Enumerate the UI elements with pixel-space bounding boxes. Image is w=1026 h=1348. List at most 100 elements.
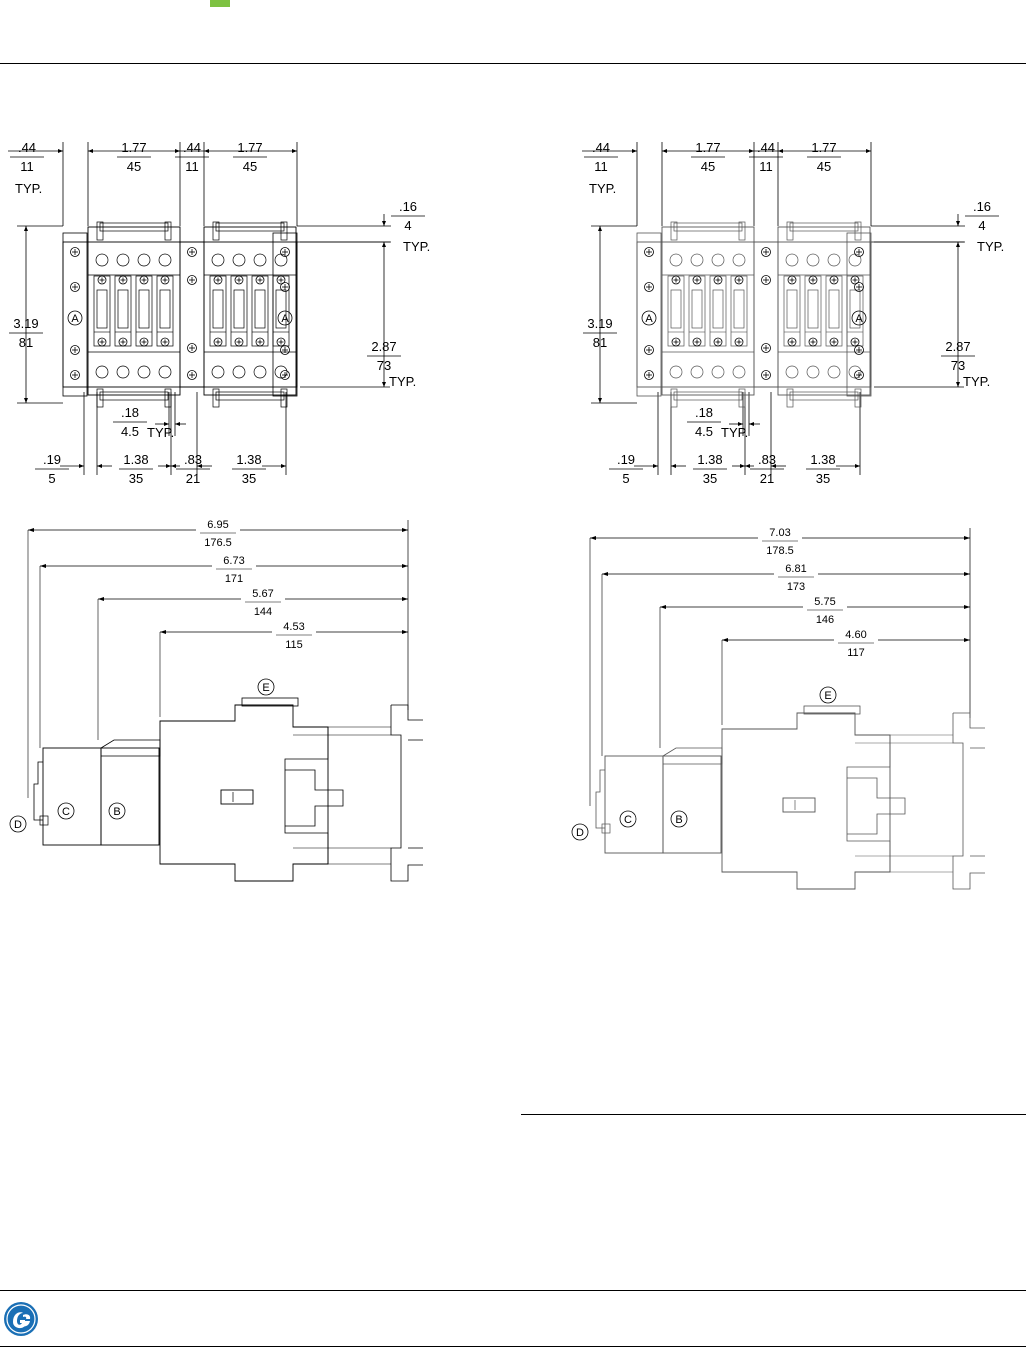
dim-top-1-value-in: .44 bbox=[592, 140, 610, 155]
dim-top-3-value-mm: 11 bbox=[185, 159, 199, 174]
dim-top-3-value-mm: 11 bbox=[759, 159, 773, 174]
callout-a-right: A bbox=[851, 310, 867, 326]
terminal-screw bbox=[850, 275, 860, 285]
indicator-window bbox=[220, 789, 254, 805]
dim-bottom-1-value-in: .19 bbox=[617, 452, 635, 467]
typ-note-mounting: TYP. bbox=[963, 374, 990, 389]
contactor-side-outline: E C B D bbox=[571, 686, 985, 890]
dim-length-1-mm: 176.5 bbox=[204, 537, 232, 549]
interlock bbox=[179, 241, 205, 388]
callout-c-letter: C bbox=[624, 814, 632, 826]
dim-tab-height-value-in: .16 bbox=[399, 199, 417, 214]
dim-bottom-2-value-in: 1.38 bbox=[123, 452, 148, 467]
mount-screw bbox=[70, 282, 80, 292]
module-c bbox=[604, 755, 664, 854]
dim-bottom-2-value-mm: 35 bbox=[129, 471, 143, 486]
dim-slot: .184.5 bbox=[687, 405, 721, 439]
mount-screw bbox=[187, 247, 197, 257]
dim-overall-height-value-in: 3.19 bbox=[587, 316, 612, 331]
dim-tab-height: .164 bbox=[965, 199, 999, 233]
indicator-window bbox=[782, 797, 816, 813]
dim-top-4-value-mm: 45 bbox=[243, 159, 257, 174]
callout-b: B bbox=[108, 802, 126, 820]
dim-tab-height-value-in: .16 bbox=[973, 199, 991, 214]
left-endcap bbox=[636, 232, 662, 397]
typ-note-slot: TYP. bbox=[147, 425, 174, 440]
top-terminal-block bbox=[803, 705, 861, 715]
terminal-screw bbox=[787, 337, 797, 347]
terminal-screw bbox=[213, 275, 223, 285]
terminal-screw bbox=[234, 337, 244, 347]
dim-length-3-mm: 144 bbox=[254, 606, 272, 618]
footer-rule-bottom bbox=[0, 1346, 1026, 1347]
typ-note-tab: TYP. bbox=[977, 239, 1004, 254]
callout-a-right-letter: A bbox=[281, 313, 289, 325]
dim-bottom-4-value-mm: 35 bbox=[242, 471, 256, 486]
front-view-2: .4411TYP.1.7745.44111.7745.164TYP.3.1981… bbox=[582, 140, 1004, 486]
dim-bottom-2-value-in: 1.38 bbox=[697, 452, 722, 467]
mount-screw bbox=[854, 282, 864, 292]
mount-screw bbox=[280, 370, 290, 380]
mount-screw bbox=[70, 345, 80, 355]
terminal-screw bbox=[118, 337, 128, 347]
mount-screw bbox=[761, 343, 771, 353]
callout-d-letter: D bbox=[14, 819, 22, 831]
mount-screw bbox=[187, 275, 197, 285]
callout-e-letter: E bbox=[824, 690, 831, 702]
terminal-screw bbox=[139, 337, 149, 347]
callout-d-letter: D bbox=[576, 827, 584, 839]
module-c bbox=[42, 747, 102, 846]
contactor-body bbox=[159, 704, 329, 882]
dim-top-2-value-mm: 45 bbox=[127, 159, 141, 174]
callout-b: B bbox=[670, 810, 688, 828]
dim-length-1-mm: 178.5 bbox=[766, 545, 794, 557]
callout-a-right-letter: A bbox=[855, 313, 863, 325]
dim-tab-height-value-mm: 4 bbox=[978, 218, 985, 233]
dim-length-1: 6.95 176.5 bbox=[200, 519, 236, 549]
terminal-screw bbox=[671, 275, 681, 285]
contactor-left bbox=[87, 226, 181, 396]
dim-length-1-in: 6.95 bbox=[207, 519, 228, 531]
terminal-screw bbox=[787, 275, 797, 285]
footer-rule-top bbox=[0, 1290, 1026, 1291]
dim-length-4-in: 4.53 bbox=[283, 621, 304, 633]
terminal-screw bbox=[850, 337, 860, 347]
typ-note-mounting: TYP. bbox=[389, 374, 416, 389]
callout-a-left-letter: A bbox=[645, 313, 653, 325]
terminal-screw bbox=[692, 337, 702, 347]
dim-bottom-1-value-mm: 5 bbox=[48, 471, 55, 486]
mount-screw bbox=[280, 282, 290, 292]
clip-bottom-right bbox=[215, 391, 285, 401]
dim-length-3-in: 5.75 bbox=[814, 596, 835, 608]
dim-mounting-height-value-mm: 73 bbox=[377, 358, 391, 373]
dim-bottom-3-value-in: .83 bbox=[184, 452, 202, 467]
dim-tab-height: .164 bbox=[391, 199, 425, 233]
clip-bottom-left bbox=[673, 391, 743, 401]
terminal-screw bbox=[713, 337, 723, 347]
mount-screw bbox=[644, 370, 654, 380]
left-endcap bbox=[62, 232, 88, 397]
clip-bottom-left bbox=[99, 391, 169, 401]
terminal-screw bbox=[118, 275, 128, 285]
terminal-screw bbox=[276, 337, 286, 347]
dim-length-2-in: 6.73 bbox=[223, 555, 244, 567]
terminal-screw bbox=[713, 275, 723, 285]
callout-c-letter: C bbox=[62, 806, 70, 818]
contactor-left bbox=[661, 226, 755, 396]
mount-screw bbox=[187, 343, 197, 353]
